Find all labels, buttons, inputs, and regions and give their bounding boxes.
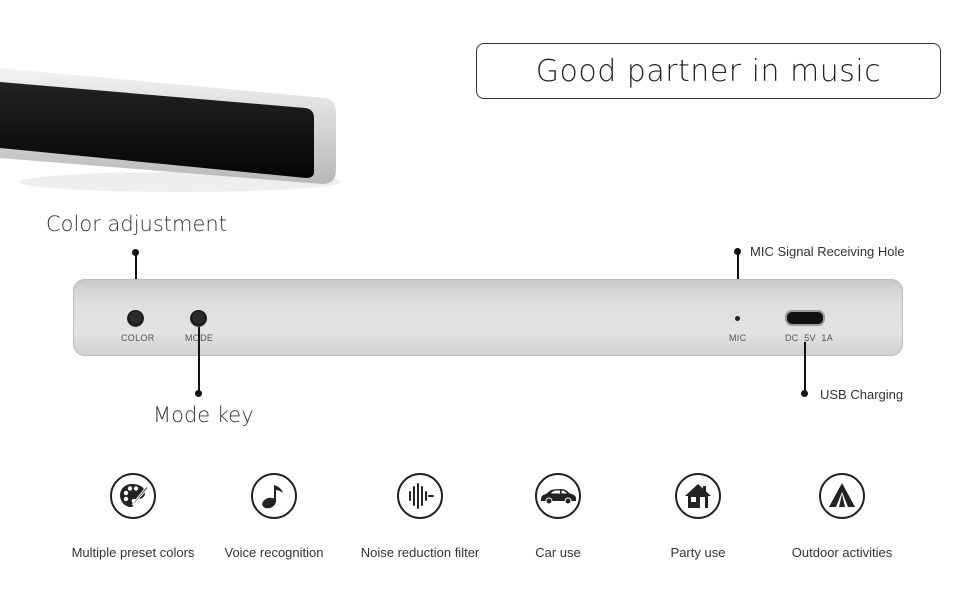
feature-party-use: Party use	[623, 473, 773, 560]
usb-callout-line	[804, 342, 806, 392]
usb-callout-label: USB Charging	[820, 387, 904, 402]
feature-label: Car use	[535, 545, 581, 560]
car-icon	[535, 473, 581, 519]
color-button-label: COLOR	[121, 333, 155, 343]
feature-voice-recognition: Voice recognition	[199, 473, 349, 560]
music-note-icon	[251, 473, 297, 519]
tent-icon	[819, 473, 865, 519]
feature-label: Party use	[670, 545, 726, 560]
mic-callout-dot	[734, 248, 741, 255]
feature-car-use: Car use	[483, 473, 633, 560]
dc-spec-label: DC 5V 1A	[785, 333, 834, 343]
palette-icon	[110, 473, 156, 519]
feature-label: Multiple preset colors	[71, 545, 195, 560]
mode-callout-dot	[195, 390, 202, 397]
usb-callout-dot	[801, 390, 808, 397]
feature-outdoor-activities: Outdoor activities	[767, 473, 917, 560]
color-adjustment-callout: Color adjustment	[46, 212, 227, 236]
control-panel	[73, 279, 903, 356]
page-title: Good partner in music	[476, 43, 941, 99]
house-icon	[675, 473, 721, 519]
mode-key-callout: Mode key	[153, 403, 254, 427]
mic-callout-line	[737, 252, 739, 300]
feature-label: Noise reduction filter	[360, 545, 480, 560]
mode-button[interactable]	[190, 310, 207, 327]
feature-label: Voice recognition	[224, 545, 324, 560]
mic-hole	[735, 316, 740, 321]
mic-label: MIC	[729, 333, 747, 343]
mic-callout-label: MIC Signal Receiving Hole	[750, 244, 905, 259]
color-button[interactable]	[127, 310, 144, 327]
mode-callout-line	[198, 327, 200, 393]
feature-label: Outdoor activities	[791, 545, 893, 560]
product-light-bar-image	[0, 68, 340, 192]
usb-port	[787, 312, 823, 324]
sound-wave-icon	[397, 473, 443, 519]
feature-multiple-preset-colors: Multiple preset colors	[58, 473, 208, 560]
feature-noise-reduction-filter: Noise reduction filter	[345, 473, 495, 560]
color-callout-dot	[132, 249, 139, 256]
